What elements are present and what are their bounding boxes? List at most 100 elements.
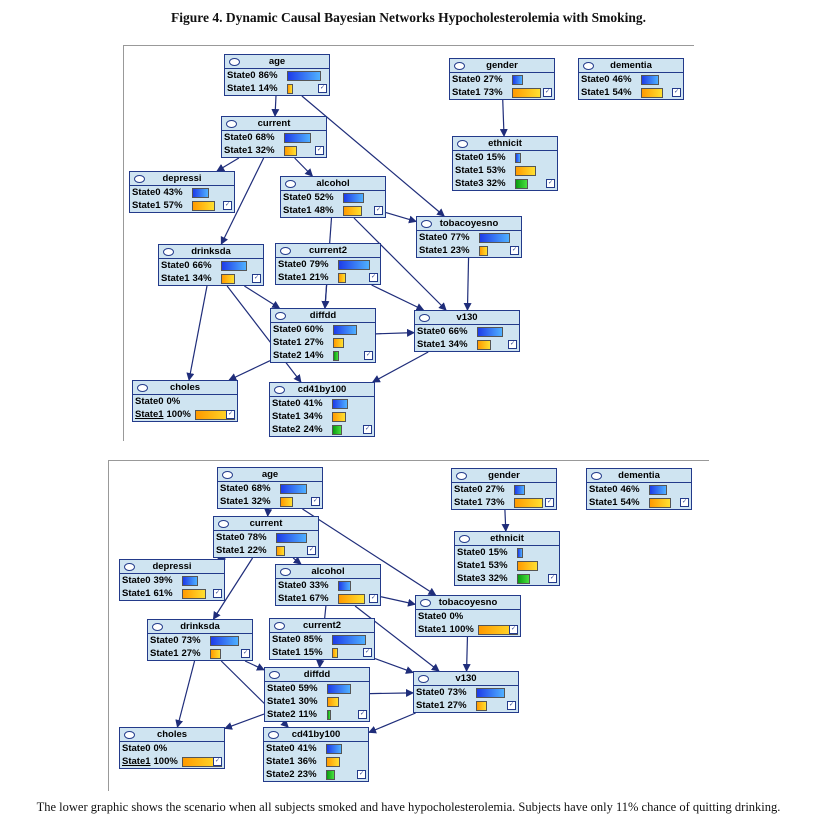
node-checkbox-icon[interactable]: ✓ bbox=[318, 84, 327, 93]
node-checkbox-icon[interactable]: ✓ bbox=[307, 546, 316, 555]
node-checkbox-icon[interactable]: ✓ bbox=[680, 498, 689, 507]
node-header: depressi bbox=[130, 172, 234, 186]
probability-bar bbox=[332, 634, 366, 645]
node-checkbox-icon[interactable]: ✓ bbox=[545, 498, 554, 507]
node-ellipse-icon bbox=[124, 562, 135, 571]
node-checkbox-icon[interactable]: ✓ bbox=[507, 701, 516, 710]
node-checkbox-icon[interactable]: ✓ bbox=[543, 88, 552, 97]
node-checkbox-icon[interactable]: ✓ bbox=[358, 710, 367, 719]
edge-current-to-depressi bbox=[216, 552, 226, 560]
node-checkbox-icon[interactable]: ✓ bbox=[226, 410, 235, 419]
node-checkbox-icon[interactable]: ✓ bbox=[252, 274, 261, 283]
node-checkbox-icon[interactable]: ✓ bbox=[223, 201, 232, 210]
node-checkbox-icon[interactable]: ✓ bbox=[510, 246, 519, 255]
node-header: current2 bbox=[270, 619, 374, 633]
node-checkbox-icon[interactable]: ✓ bbox=[363, 648, 372, 657]
probability-bar bbox=[221, 273, 235, 284]
node-checkbox-icon[interactable]: ✓ bbox=[548, 574, 557, 583]
probability-bar bbox=[333, 350, 339, 361]
probability-bar bbox=[333, 337, 344, 348]
node-checkbox-icon[interactable]: ✓ bbox=[363, 425, 372, 434]
node-header: choles bbox=[133, 381, 237, 395]
node-checkbox-icon[interactable]: ✓ bbox=[546, 179, 555, 188]
node-checkbox-icon[interactable]: ✓ bbox=[672, 88, 681, 97]
probability-bar bbox=[192, 187, 210, 198]
node-header: gender bbox=[452, 469, 556, 483]
node-checkbox-icon[interactable]: ✓ bbox=[364, 351, 373, 360]
node-ellipse-icon bbox=[591, 471, 602, 480]
probability-bar bbox=[326, 743, 343, 754]
node-checkbox-icon[interactable]: ✓ bbox=[374, 206, 383, 215]
node-checkbox-icon[interactable]: ✓ bbox=[357, 770, 366, 779]
node-header: dementia bbox=[579, 59, 683, 73]
probability-bar bbox=[649, 497, 671, 508]
node-checkbox-icon[interactable]: ✓ bbox=[509, 625, 518, 634]
node-ellipse-icon bbox=[583, 61, 594, 70]
node-checkbox-icon[interactable]: ✓ bbox=[369, 273, 378, 282]
node-checkbox-icon[interactable]: ✓ bbox=[369, 594, 378, 603]
node-checkbox-icon[interactable]: ✓ bbox=[241, 649, 250, 658]
node-checkbox-icon[interactable]: ✓ bbox=[213, 589, 222, 598]
node-header: depressi bbox=[120, 560, 224, 574]
probability-bar bbox=[515, 178, 528, 189]
probability-bar bbox=[517, 560, 539, 571]
edge-diffdd-to-choles bbox=[224, 713, 265, 730]
probability-bar bbox=[333, 324, 357, 335]
node-checkbox-icon[interactable]: ✓ bbox=[508, 340, 517, 349]
node-checkbox-icon[interactable]: ✓ bbox=[311, 497, 320, 506]
node-checkbox-icon[interactable]: ✓ bbox=[213, 757, 222, 766]
node-title: drinksda bbox=[180, 621, 220, 632]
node-checkbox-icon[interactable]: ✓ bbox=[315, 146, 324, 155]
node-ellipse-icon bbox=[137, 383, 148, 392]
